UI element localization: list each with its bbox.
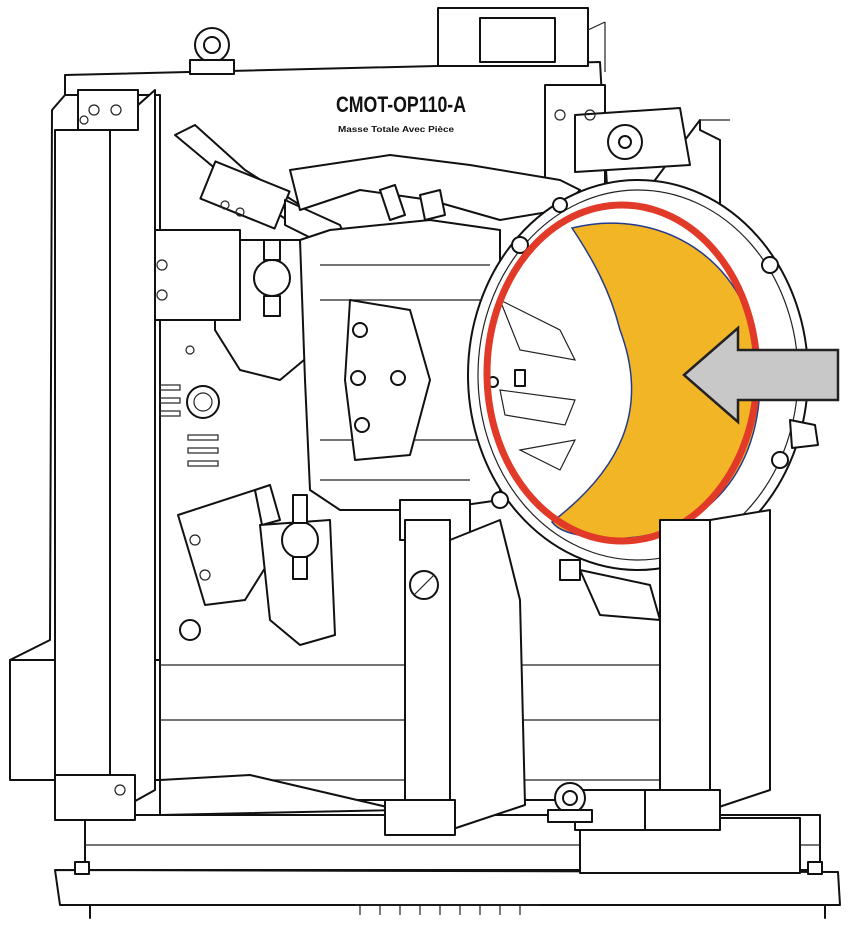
pointer-arrow-icon xyxy=(682,325,840,425)
front-support-right xyxy=(559,509,771,831)
inner-part-window xyxy=(487,298,577,471)
gearbox-housing xyxy=(289,154,581,541)
drawing-subtitle: Masse Totale Avec Pièce xyxy=(338,125,455,134)
left-column xyxy=(54,89,156,821)
front-support-center xyxy=(384,519,526,836)
top-block xyxy=(437,7,606,72)
toggle-clamp-bottom xyxy=(177,484,336,646)
right-top-bracket xyxy=(544,84,730,196)
side-plate-left xyxy=(154,229,241,641)
lifting-eye-top-icon xyxy=(189,27,235,75)
drawing-title: CMOT-OP110-A xyxy=(336,92,466,117)
lifting-eye-bottom-icon xyxy=(547,782,593,823)
